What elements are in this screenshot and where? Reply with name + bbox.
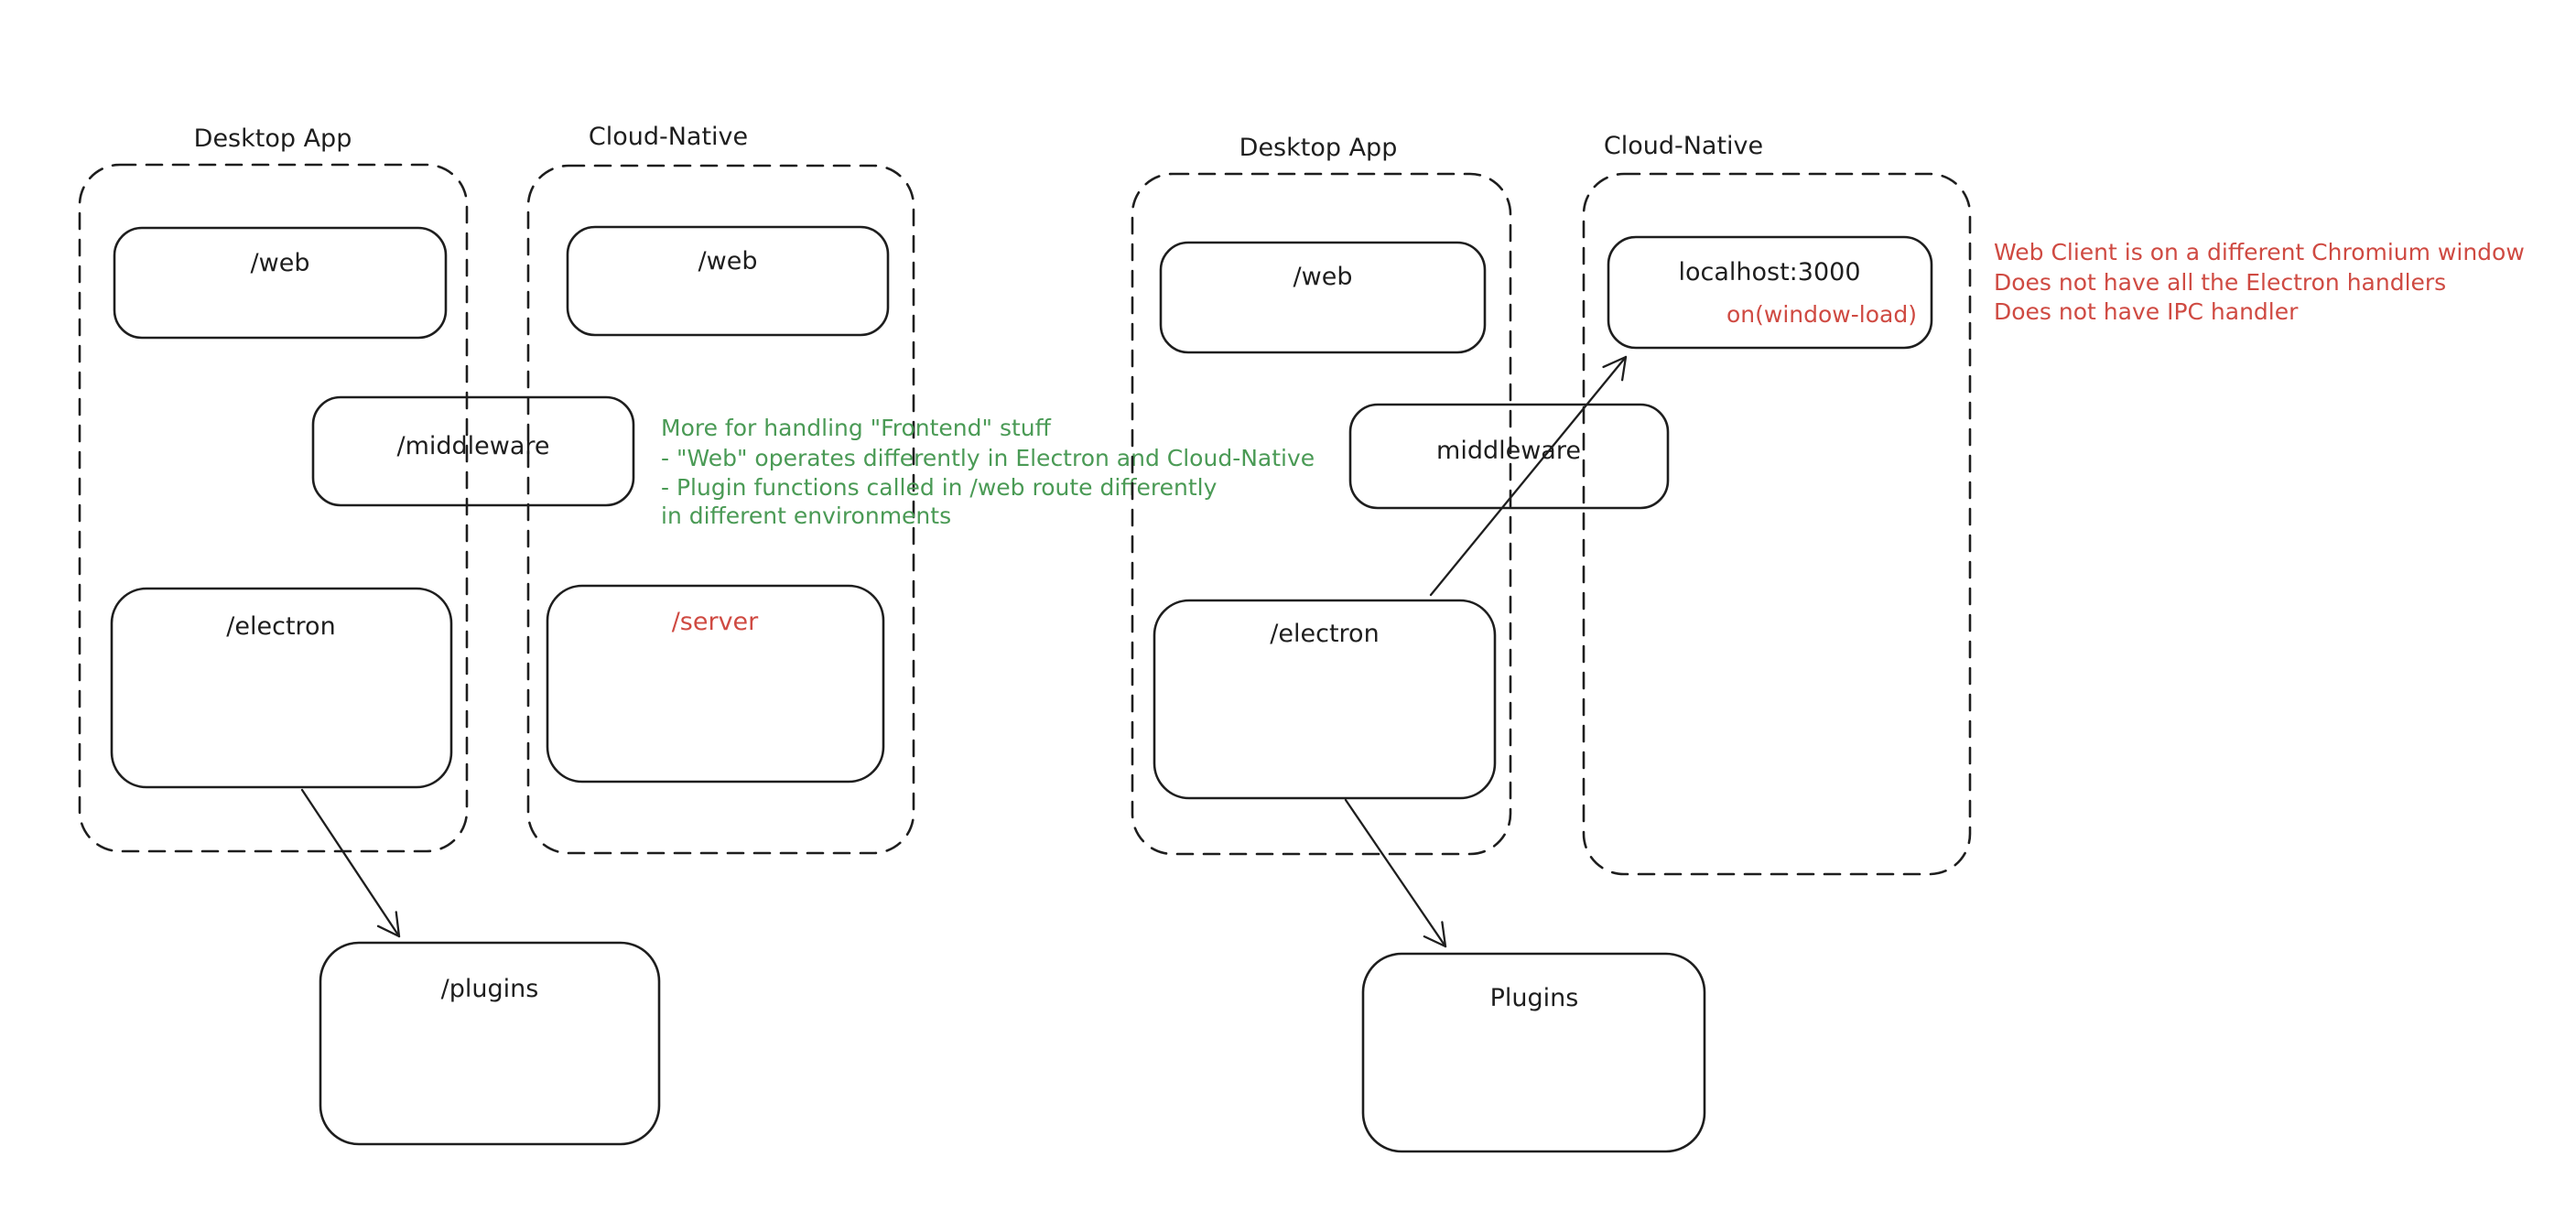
- right-diagram-group: Desktop App Cloud-Native /web localhost:…: [1131, 132, 2525, 1153]
- localhost-box[interactable]: [1607, 235, 1933, 350]
- left-desktop-web-label: /web: [251, 249, 310, 277]
- right-desktop-app-container[interactable]: [1131, 172, 1512, 856]
- left-plugins-box[interactable]: [319, 941, 661, 1146]
- right-cloud-native-title: Cloud-Native: [1604, 132, 1763, 160]
- right-plugins-box[interactable]: [1361, 952, 1706, 1153]
- left-diagram-group: Desktop App Cloud-Native /web /web /midd…: [78, 123, 1315, 1146]
- right-cloud-native-container[interactable]: [1582, 172, 1972, 876]
- right-electron-box[interactable]: [1153, 599, 1497, 800]
- right-desktop-app-title: Desktop App: [1239, 134, 1398, 162]
- left-electron-box[interactable]: [110, 587, 453, 789]
- right-electron-label: /electron: [1270, 620, 1379, 648]
- left-cloud-native-container[interactable]: [526, 164, 915, 855]
- left-server-box[interactable]: [546, 584, 885, 784]
- right-electron-to-plugins-arrow[interactable]: [1344, 798, 1447, 948]
- left-cloud-native-title: Cloud-Native: [589, 123, 748, 151]
- red-note-line-3: Does not have IPC handler: [1994, 298, 2299, 325]
- left-desktop-app-container[interactable]: [78, 163, 469, 853]
- left-plugins-label: /plugins: [441, 975, 539, 1003]
- green-note: More for handling "Frontend" stuff - "We…: [661, 415, 1315, 529]
- window-load-label: on(window-load): [1726, 301, 1917, 328]
- right-middleware-box[interactable]: [1348, 403, 1670, 510]
- left-server-label: /server: [672, 608, 759, 636]
- right-middleware-label: middleware: [1436, 437, 1581, 465]
- left-cloud-web-box[interactable]: [566, 225, 890, 337]
- right-desktop-web-box[interactable]: [1159, 241, 1487, 354]
- left-middleware-box[interactable]: [311, 395, 635, 507]
- left-electron-to-plugins-arrow[interactable]: [300, 788, 401, 938]
- electron-to-localhost-arrow[interactable]: [1429, 355, 1628, 597]
- localhost-label: localhost:3000: [1678, 258, 1860, 286]
- red-note: Web Client is on a different Chromium wi…: [1994, 239, 2525, 325]
- left-middleware-label: /middleware: [396, 432, 549, 460]
- left-electron-label: /electron: [226, 612, 335, 641]
- green-note-line-1: More for handling "Frontend" stuff: [661, 415, 1052, 441]
- red-note-line-2: Does not have all the Electron handlers: [1994, 269, 2446, 296]
- left-desktop-app-title: Desktop App: [194, 124, 352, 153]
- green-note-line-3: - Plugin functions called in /web route …: [661, 474, 1218, 501]
- left-desktop-web-box[interactable]: [113, 226, 448, 340]
- right-plugins-label: Plugins: [1490, 984, 1579, 1012]
- right-desktop-web-label: /web: [1293, 263, 1353, 291]
- left-cloud-web-label: /web: [698, 247, 758, 276]
- green-note-line-4: in different environments: [661, 503, 951, 529]
- red-note-line-1: Web Client is on a different Chromium wi…: [1994, 239, 2525, 265]
- green-note-line-2: - "Web" operates differently in Electron…: [661, 445, 1315, 471]
